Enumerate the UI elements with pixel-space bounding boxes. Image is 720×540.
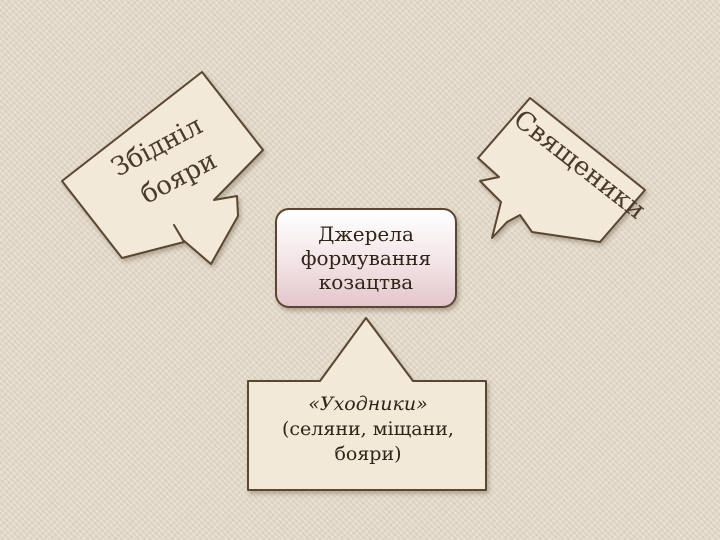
center-line-3: козацтва [318,270,414,294]
bottom-arrow-text: «Уходники» (селяни, міщани, бояри) [250,392,486,467]
right-arrow-shape [477,97,646,243]
left-arrow-shape [61,71,264,265]
bottom-line-1: (селяни, міщани, [282,418,454,440]
center-box: Джерела формування козацтва [275,208,457,308]
center-line-1: Джерела [318,222,414,246]
bottom-title: «Уходники» [308,393,428,415]
bottom-arrow-shape [247,317,487,491]
center-line-2: формування [300,246,432,270]
bottom-line-2: бояри) [334,443,402,465]
